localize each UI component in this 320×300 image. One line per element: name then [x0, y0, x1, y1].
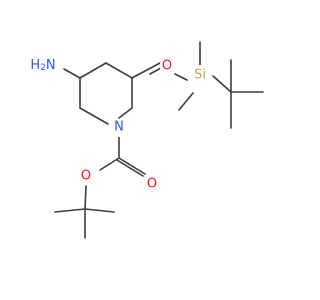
bond	[131, 62, 161, 79]
bond	[212, 75, 232, 93]
amine-label: H2N	[30, 58, 55, 74]
bond	[116, 159, 144, 177]
molecule-svg: H2N O Si N O O	[26, 41, 264, 239]
bond	[84, 185, 87, 210]
bond	[54, 208, 86, 213]
bond	[174, 73, 188, 81]
atom-labels: H2N O Si N O O	[26, 55, 212, 193]
structure-diagram: H2N O Si N O O	[26, 41, 264, 239]
ring-as-drawn	[79, 62, 161, 125]
bond	[118, 107, 133, 119]
ring-nitrogen-label: N	[114, 120, 124, 135]
ether-oxygen-label: O	[162, 59, 172, 74]
bond	[105, 62, 133, 79]
bond	[84, 208, 115, 213]
silicon-label: Si	[194, 68, 206, 83]
bond	[79, 62, 107, 79]
carbonyl-oxygen-label: O	[147, 177, 157, 192]
amine-bond	[63, 68, 81, 79]
bond	[79, 107, 109, 125]
bond	[99, 157, 120, 171]
bond	[178, 92, 194, 111]
bond	[149, 67, 162, 75]
bond	[118, 157, 146, 175]
ester-oxygen-label: O	[81, 169, 91, 184]
